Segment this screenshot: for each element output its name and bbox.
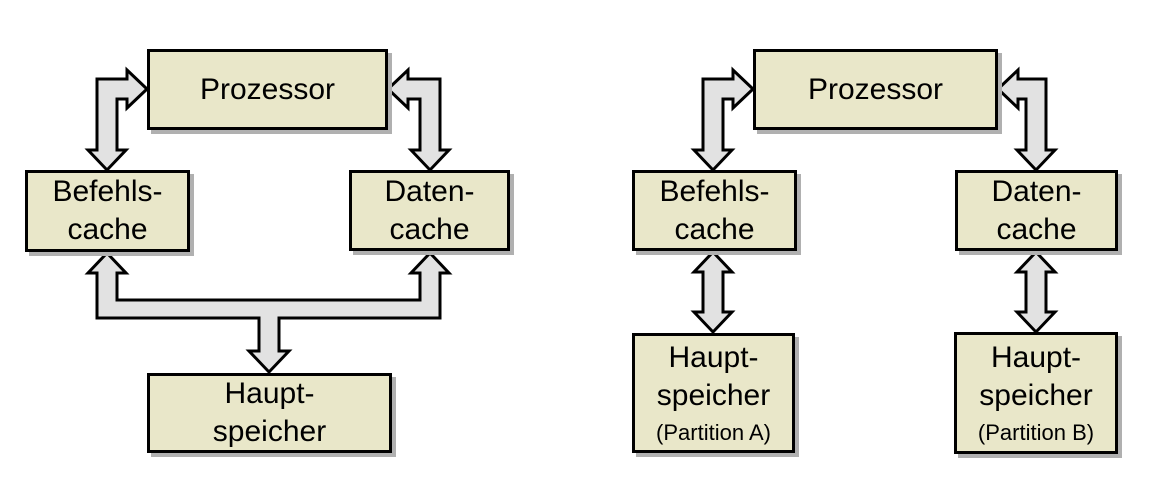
double-arrow-left-prozessor-datencache	[385, 66, 453, 173]
box-label-line1: Daten-	[384, 174, 475, 208]
box-prozessor-right: Prozessor	[753, 49, 998, 130]
box-label-line1: Daten-	[991, 174, 1082, 208]
box-label-line2: speicher	[212, 415, 327, 448]
box-befehlscache-right: Befehls- cache	[632, 170, 797, 251]
box-prozessor-left: Prozessor	[147, 49, 388, 130]
box-hauptspeicher-partition-a: Haupt- speicher (Partition A)	[632, 333, 795, 453]
double-arrow-befehlscache-hauptspeicherA	[690, 249, 736, 335]
box-hauptspeicher-left: Haupt- speicher	[147, 373, 392, 453]
box-label-line2: cache	[389, 212, 470, 246]
box-hauptspeicher-partition-b: Haupt- speicher (Partition B)	[954, 332, 1118, 454]
box-label-line2: speicher	[656, 379, 771, 412]
forked-arrow-left-hauptspeicher-caches	[84, 250, 453, 375]
box-label: Prozessor	[199, 72, 336, 106]
box-label-line2: cache	[996, 212, 1077, 246]
box-label-line1: Haupt-	[668, 341, 759, 374]
double-arrow-right-prozessor-datencache	[995, 66, 1059, 173]
box-label-line2: cache	[674, 212, 755, 246]
double-arrow-datencache-hauptspeicherB	[1013, 249, 1059, 335]
box-label: Prozessor	[807, 72, 944, 106]
box-label-line2: cache	[67, 213, 148, 246]
box-label-line1: Haupt-	[990, 341, 1082, 374]
double-arrow-right-prozessor-befehlscache	[690, 66, 756, 173]
partition-label: (Partition B)	[977, 420, 1095, 445]
double-arrow-left-prozessor-befehlscache	[84, 66, 150, 173]
box-label-line1: Haupt-	[224, 377, 315, 410]
box-datencache-right: Daten- cache	[955, 170, 1118, 251]
box-label-line1: Befehls-	[52, 175, 163, 208]
box-befehlscache-left: Befehls- cache	[25, 170, 190, 252]
box-datencache-left: Daten- cache	[349, 170, 510, 251]
partition-label: (Partition A)	[656, 420, 771, 445]
box-label-line1: Befehls-	[659, 174, 770, 208]
box-label-line2: speicher	[979, 379, 1093, 412]
